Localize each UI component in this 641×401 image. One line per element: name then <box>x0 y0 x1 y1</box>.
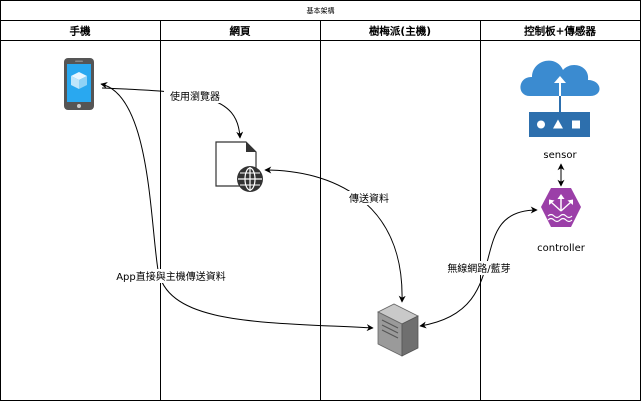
diagram-title: 基本架構 <box>307 6 335 15</box>
lane-title-web: 網頁 <box>230 25 251 38</box>
cloud-upload-icon <box>520 60 600 112</box>
sensor-module-icon <box>529 112 590 137</box>
web-page-icon <box>215 141 263 192</box>
edge-label-browser: 使用瀏覽器 <box>170 90 220 103</box>
controller-hub-icon <box>541 188 581 227</box>
controller-label: controller <box>537 243 586 254</box>
edge-label-transfer: 傳送資料 <box>349 192 389 205</box>
lane-title-controller: 控制板+傳感器 <box>524 25 596 38</box>
smartphone-icon <box>64 58 94 110</box>
lane-title-host: 樹梅派(主機) <box>369 25 431 38</box>
lane-title-phone: 手機 <box>70 25 91 38</box>
sensor-label: sensor <box>543 150 577 161</box>
edge-label-wireless: 無線網路/藍芽 <box>447 262 510 275</box>
server-icon <box>377 303 419 357</box>
edge-label-app-direct: App直接與主機傳送資料 <box>116 270 226 283</box>
